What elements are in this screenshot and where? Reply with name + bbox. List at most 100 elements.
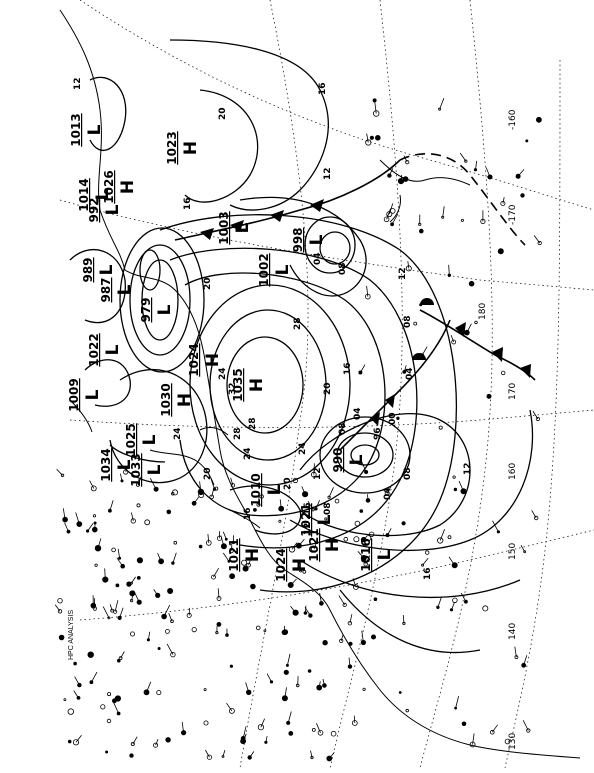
wind-barb xyxy=(503,197,504,203)
wind-barb xyxy=(532,510,537,518)
wind-barb xyxy=(227,703,232,711)
station-dot xyxy=(74,662,77,665)
station-dot xyxy=(258,725,263,730)
wind-barb xyxy=(339,595,345,605)
pressure-value: 1022 xyxy=(87,333,101,366)
station-dot xyxy=(406,709,409,712)
station-dot xyxy=(375,135,380,140)
wind-barb xyxy=(250,751,254,757)
isobar-label: 16 xyxy=(243,507,253,520)
wind-barb xyxy=(75,677,80,686)
station-dot xyxy=(204,689,206,691)
station-dot xyxy=(137,504,140,507)
station-dot xyxy=(384,217,389,222)
longitude-label: 170 xyxy=(508,383,518,400)
station-dot xyxy=(154,743,158,747)
station-dot xyxy=(253,508,256,511)
isobar-label: 24 xyxy=(173,427,183,440)
wind-barb xyxy=(329,487,333,497)
wind-barb xyxy=(388,528,392,535)
isobar-label: 04 xyxy=(383,487,393,500)
wind-barb xyxy=(194,496,199,503)
high-symbol: H xyxy=(323,538,343,552)
wind-barb xyxy=(134,591,139,602)
wind-barb xyxy=(422,347,427,356)
low-symbol: L xyxy=(315,514,335,525)
pressure-value: 1014 xyxy=(77,178,91,211)
low-symbol: L xyxy=(83,389,103,400)
station-dot xyxy=(116,584,119,587)
isobar-label: 12 xyxy=(463,462,473,475)
station-dot xyxy=(453,598,458,603)
low-symbol: L xyxy=(115,459,135,470)
station-dot xyxy=(167,510,171,514)
station-dot xyxy=(284,670,288,674)
wind-barb xyxy=(408,261,409,268)
pressure-value: 1010 xyxy=(249,473,263,506)
station-dot xyxy=(453,476,455,478)
isobar-label: 12 xyxy=(398,267,408,280)
station-dot xyxy=(344,537,348,541)
wind-barb xyxy=(452,602,455,610)
pressure-value: 1025 xyxy=(124,423,138,456)
station-dot xyxy=(475,321,478,324)
station-dot xyxy=(374,598,377,601)
station-dot xyxy=(145,520,150,525)
station-dot xyxy=(192,627,196,631)
isobar-label: 16 xyxy=(423,567,433,580)
longitude-label: -160 xyxy=(508,109,518,130)
longitude-label: 160 xyxy=(508,463,518,480)
wind-barb xyxy=(423,558,429,565)
station-dot xyxy=(323,640,328,645)
isobar-label: 08 xyxy=(403,315,413,328)
wind-barb xyxy=(518,169,524,176)
station-dot xyxy=(335,499,339,503)
wind-barb xyxy=(115,600,118,612)
wind-barb xyxy=(131,577,135,583)
wind-barb xyxy=(460,153,466,161)
wind-barb xyxy=(103,607,109,618)
station-dot xyxy=(204,721,208,725)
isobar-label: 12 xyxy=(323,167,333,180)
station-dot xyxy=(166,738,171,743)
low-symbol: L xyxy=(307,234,327,245)
isobar-label: 00 xyxy=(388,412,398,425)
wind-barb xyxy=(110,500,113,511)
isobar-label: 08 xyxy=(338,262,348,275)
station-dot xyxy=(115,696,120,701)
station-dot xyxy=(331,731,336,736)
station-dot xyxy=(165,629,169,633)
wind-barb xyxy=(443,206,445,217)
station-dot xyxy=(101,705,105,709)
station-dot xyxy=(108,693,111,696)
low-symbol: L xyxy=(85,124,105,135)
wind-barb xyxy=(288,712,291,723)
station-dot xyxy=(483,606,488,611)
low-symbol: L xyxy=(273,264,293,275)
station-dot xyxy=(536,117,541,122)
station-dot xyxy=(130,754,134,758)
station-dot xyxy=(373,99,376,102)
station-dot xyxy=(95,564,97,566)
wind-barb xyxy=(305,606,306,613)
pressure-value: 1023 xyxy=(165,131,179,164)
wind-barb xyxy=(456,696,459,708)
isobar-label: 12 xyxy=(73,77,83,90)
pressure-value: 1002 xyxy=(257,253,271,286)
high-symbol: H xyxy=(243,548,263,562)
station-dot xyxy=(501,371,505,375)
wind-barb xyxy=(534,235,540,243)
station-dot xyxy=(414,322,417,325)
station-dot xyxy=(68,709,74,715)
pressure-value: 989 xyxy=(81,257,95,282)
high-symbol: H xyxy=(118,180,138,194)
station-dot xyxy=(243,566,248,571)
low-symbol: L xyxy=(97,264,117,275)
pressure-value: 990 xyxy=(331,447,345,472)
